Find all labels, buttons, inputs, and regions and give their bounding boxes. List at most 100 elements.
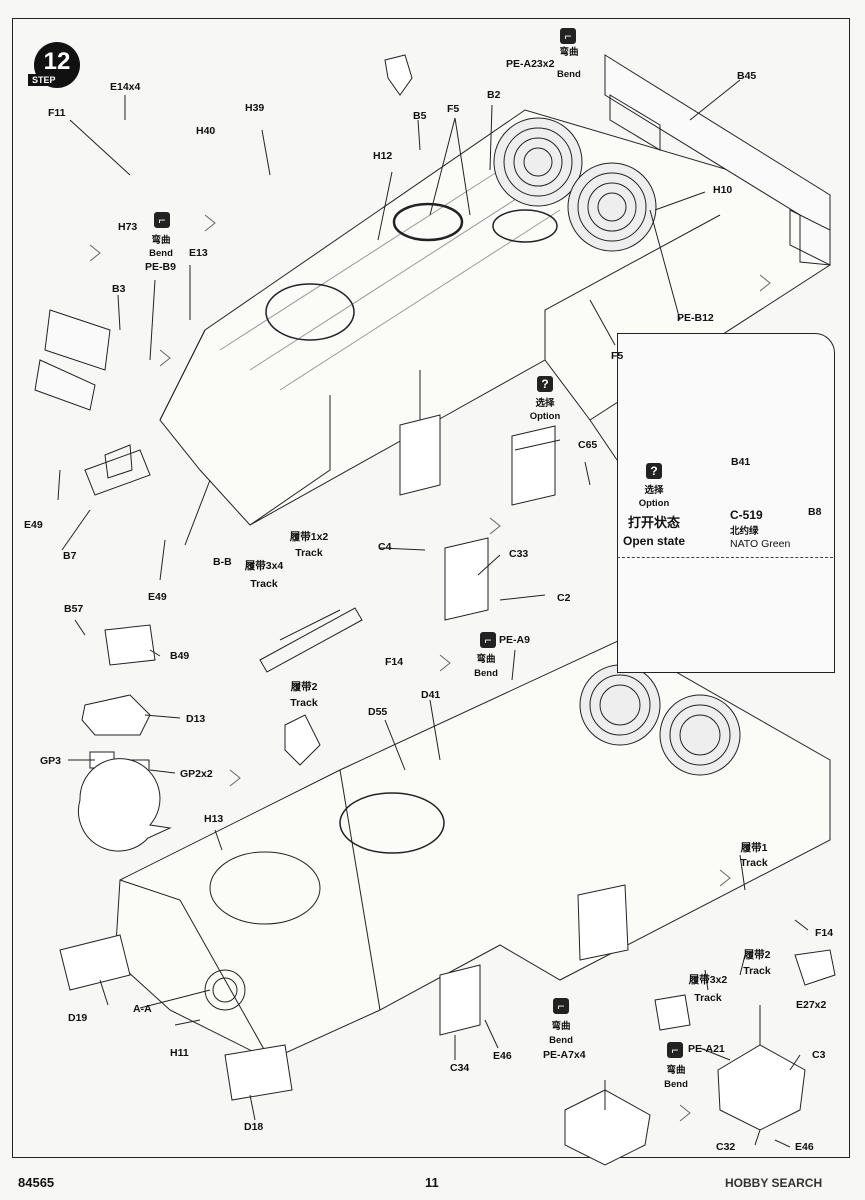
panel-divider [617, 557, 833, 558]
door-option [511, 425, 556, 506]
label-pe-b12: PE-B12 [677, 312, 714, 324]
track2-cn: 履带2 [290, 681, 318, 693]
label-c32: C32 [716, 1141, 736, 1153]
wheel-aa [204, 969, 246, 1011]
door-c33 [444, 537, 489, 621]
track3x2-cn: 履带3x2 [688, 974, 728, 986]
bend-en-3: Bend [474, 668, 498, 679]
label-b41: B41 [731, 456, 751, 468]
label-e46-b: E46 [795, 1141, 814, 1153]
part-d19 [59, 934, 131, 991]
label-h40: H40 [196, 125, 216, 137]
bend-en-5: Bend [664, 1079, 688, 1090]
bend-en-2: Bend [149, 248, 173, 259]
vent-grille-4 [659, 694, 741, 776]
label-b49: B49 [170, 650, 190, 662]
hatch-ring-2 [492, 209, 558, 243]
label-h12: H12 [373, 150, 393, 162]
bend-en-1: Bend [557, 69, 581, 80]
open-state-cn: 打开状态 [627, 515, 680, 530]
part-pe-a7 [564, 1089, 651, 1166]
label-e49-a: E49 [24, 519, 43, 531]
bend-icon-2: ⌐ [154, 212, 170, 228]
label-aa: A-A [133, 1003, 152, 1015]
label-b3: B3 [112, 283, 126, 295]
step-label: STEP [28, 74, 60, 86]
track2-en: Track [290, 697, 318, 709]
open-state-en: Open state [622, 534, 685, 548]
track-upper [259, 607, 363, 673]
label-pe-b9: PE-B9 [145, 261, 176, 273]
track3x4-en: Track [250, 578, 278, 590]
track2b-cn: 履带2 [743, 949, 771, 961]
part-c32 [717, 1044, 806, 1131]
label-gp3: GP3 [40, 755, 62, 767]
label-f11: F11 [48, 107, 66, 119]
label-b7: B7 [63, 550, 77, 562]
label-pe-a9: PE-A9 [499, 634, 530, 646]
product-code: 84565 [18, 1175, 55, 1190]
vent-grille-1 [493, 117, 583, 207]
bend-icon-3: ⌐ [480, 632, 496, 648]
label-b5: B5 [413, 110, 427, 122]
track1-cn: 履带1 [740, 842, 768, 854]
label-f5-b: F5 [611, 350, 624, 362]
label-b8: B8 [808, 506, 822, 518]
label-pe-a23: PE-A23x2 [506, 58, 555, 70]
label-c519: C-519 [730, 508, 763, 522]
bend-cn-3: 弯曲 [476, 654, 496, 665]
label-c65: C65 [578, 439, 598, 451]
label-e49-b: E49 [148, 591, 167, 603]
open-state-panel [617, 333, 835, 673]
label-d55: D55 [368, 706, 388, 718]
track1-en: Track [740, 857, 768, 869]
label-d18: D18 [244, 1121, 264, 1133]
label-d41: D41 [421, 689, 441, 701]
bend-cn-4: 弯曲 [551, 1021, 571, 1032]
label-c4: C4 [378, 541, 392, 553]
label-e13: E13 [189, 247, 208, 259]
vent-grille-3 [579, 664, 661, 746]
label-d13: D13 [186, 713, 206, 725]
bend-en-4: Bend [549, 1035, 573, 1046]
bend-cn-2: 弯曲 [151, 235, 171, 246]
label-h73: H73 [118, 221, 138, 233]
turret-ring [265, 283, 355, 341]
label-h10: H10 [713, 184, 733, 196]
label-c2: C2 [557, 592, 571, 604]
vent-grille-2 [567, 162, 657, 252]
label-bb: B-B [213, 556, 232, 568]
track2b-en: Track [743, 965, 771, 977]
step-badge: 12 STEP [28, 42, 86, 94]
side-plate-b45 [604, 54, 831, 266]
option-en: Option [529, 411, 561, 422]
track1x2-cn: 履带1x2 [289, 531, 329, 543]
label-h39: H39 [245, 102, 265, 114]
page-number: 11 [425, 1175, 439, 1190]
label-e46-a: E46 [493, 1050, 512, 1062]
label-gp2: GP2x2 [180, 768, 213, 780]
bend-cn-1: 弯曲 [559, 47, 579, 58]
hatch-ring-1 [392, 202, 464, 242]
option-en-2: Option [638, 498, 670, 509]
label-b45: B45 [737, 70, 757, 82]
label-f14-b: F14 [815, 927, 834, 939]
option-icon-2: ? [646, 463, 662, 479]
option-icon: ? [537, 376, 553, 392]
bend-cn-5: 弯曲 [666, 1065, 686, 1076]
part-d13 [81, 694, 151, 736]
track1x2-en: Track [295, 547, 323, 559]
label-c3: C3 [812, 1049, 826, 1061]
bend-icon-5: ⌐ [667, 1042, 683, 1058]
nato-en: NATO Green [730, 538, 791, 550]
label-e27: E27x2 [796, 999, 827, 1011]
label-d19: D19 [68, 1012, 88, 1024]
lower-hull-outline [114, 639, 831, 1061]
watermark-text: HOBBY SEARCH [725, 1176, 823, 1190]
label-pe-a7: PE-A7x4 [543, 1049, 586, 1061]
label-f5: F5 [447, 103, 460, 115]
label-b57: B57 [64, 603, 84, 615]
label-h13: H13 [204, 813, 224, 825]
part-d18 [224, 1044, 293, 1101]
